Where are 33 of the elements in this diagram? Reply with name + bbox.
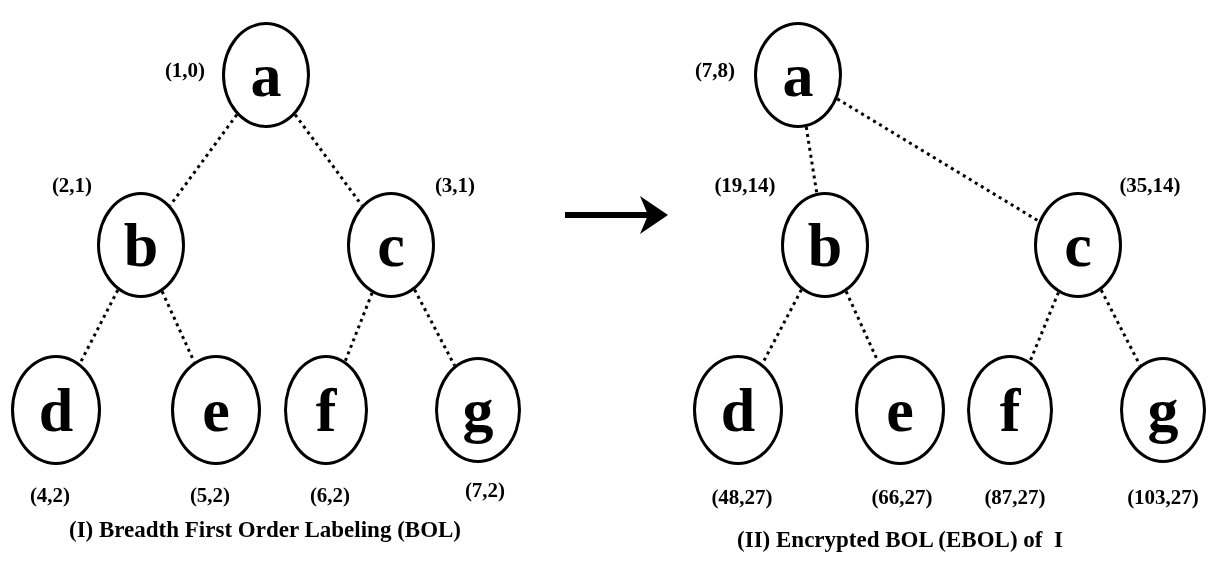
node-letter: d	[720, 379, 756, 441]
node-label-pair: (5,2)	[189, 482, 231, 508]
node-letter: c	[1064, 214, 1092, 276]
node-letter: e	[202, 379, 230, 441]
node-label-pair: (7,8)	[694, 57, 736, 83]
node-label-pair: (19,14)	[714, 172, 776, 198]
node-letter: e	[886, 379, 914, 441]
node-label-pair: (48,27)	[711, 484, 773, 510]
dotted-connector	[1028, 291, 1060, 362]
node-letter: a	[250, 44, 282, 106]
node-label-pair: (2,1)	[51, 172, 93, 198]
dotted-connector	[836, 97, 1040, 223]
node-letter: c	[377, 214, 405, 276]
node-label-pair: (6,2)	[309, 482, 351, 508]
dotted-connector	[804, 126, 819, 194]
node-label-pair: (103,27)	[1127, 484, 1199, 510]
node-label-pair: (35,14)	[1119, 172, 1181, 198]
node-label-pair: (7,2)	[464, 477, 506, 503]
node-label-pair: (3,1)	[434, 172, 476, 198]
node-label-pair: (87,27)	[984, 484, 1046, 510]
node-label-pair: (4,2)	[29, 482, 71, 508]
tree-caption: (I) Breadth First Order Labeling (BOL)	[68, 517, 462, 543]
node-letter: a	[782, 44, 814, 106]
node-letter: b	[123, 214, 159, 276]
node-letter: b	[807, 214, 843, 276]
tree-caption: (II) Encrypted BOL (EBOL) of I	[737, 527, 1063, 553]
node-letter: f	[999, 379, 1021, 441]
node-letter: f	[315, 379, 337, 441]
dotted-connector	[78, 289, 120, 365]
node-label-pair: (1,0)	[164, 57, 206, 83]
node-label-pair: (66,27)	[871, 484, 933, 510]
dotted-connector	[343, 292, 374, 362]
node-letter: d	[38, 379, 74, 441]
